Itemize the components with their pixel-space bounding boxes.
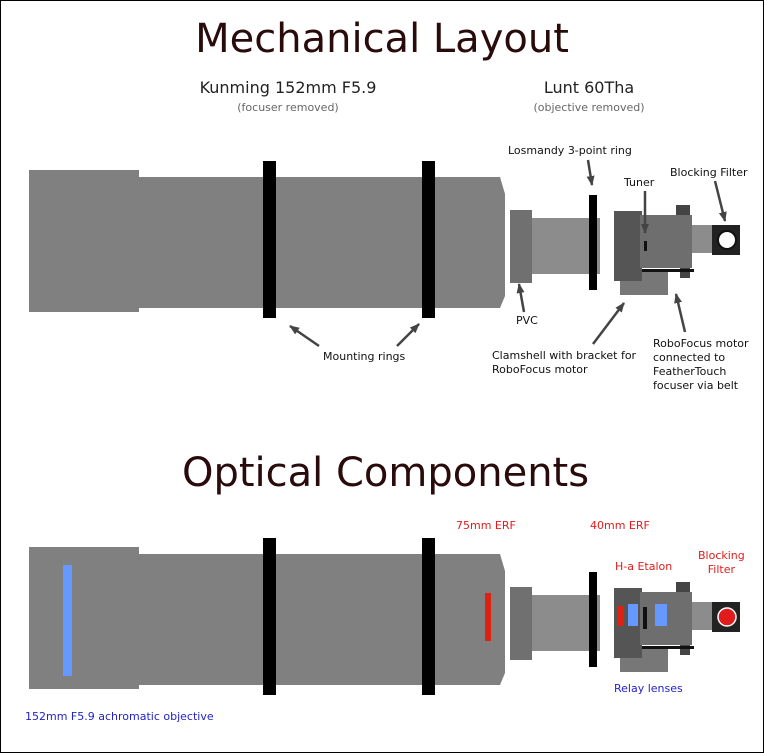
arrow-clamshell [592,302,625,345]
label-etalon: H-a Etalon [615,560,673,573]
lunt-tube-mech [532,218,600,274]
label-blocking-filter-optical: Blocking Filter [698,549,745,576]
label-relay-lenses: Relay lenses [614,682,683,695]
tuner-knob-mech [644,241,647,251]
scope-left-name: Kunming 152mm F5.9 [199,78,377,97]
arrow-mounting-ring-2 [396,323,420,347]
label-clamshell: Clamshell with bracket for RoboFocus mot… [492,349,637,376]
label-blocking-filter: Blocking Filter [670,166,748,179]
label-erf-75mm: 75mm ERF [456,519,516,532]
arrow-losmandy [586,159,595,186]
diagonal-tube-optical [692,602,714,630]
etalon-housing-mech [640,215,692,268]
focuser-cap-mech [676,205,690,215]
mounting-ring-2-optical [422,538,435,695]
belt-optical [642,646,694,649]
mounting-ring-1-optical [263,538,276,695]
label-mounting-rings: Mounting rings [323,350,406,363]
lunt-tube-optical [532,595,600,651]
arrow-pvc [516,283,526,313]
optical-title: Optical Components [182,450,590,496]
label-pvc: PVC [516,314,538,327]
scope-right-note: (objective removed) [533,101,645,114]
arrow-robofocus [674,293,687,333]
losmandy-ring-mech [589,195,597,290]
label-tuner: Tuner [624,176,655,189]
pvc-adapter-mech [510,210,532,283]
relay-lens-1 [628,604,638,626]
mechanical-title: Mechanical Layout [195,16,569,62]
arrow-blocking-filter [713,180,727,222]
mounting-ring-2-mech [422,161,435,318]
pvc-adapter-optical [510,587,532,660]
label-achromatic-objective: 152mm F5.9 achromatic objective [25,710,214,723]
clamshell-mech [614,211,642,281]
label-erf-40mm: 40mm ERF [590,519,650,532]
label-losmandy-ring: Losmandy 3-point ring [508,144,632,157]
diagonal-tube-mech [692,225,714,253]
focuser-knob-optical [680,645,690,655]
etalon-element [643,607,647,629]
belt-mech [642,269,694,272]
relay-lens-2 [655,604,667,626]
blocking-filter-lens-optical [717,607,737,627]
focuser-cap-optical [676,582,690,592]
mechanical-telescope [29,161,740,318]
scope-left-note: (focuser removed) [237,101,339,114]
arrow-mounting-ring-1 [289,324,320,348]
mounting-ring-1-mech [263,161,276,318]
scope-right-name: Lunt 60Tha [543,78,635,97]
achromatic-objective [63,565,72,676]
mechanical-arrows [289,159,727,348]
erf-40mm [617,606,624,626]
label-robofocus: RoboFocus motor connected to FeatherTouc… [653,337,749,392]
optical-telescope [29,538,740,695]
focuser-knob-mech [680,268,690,278]
blocking-filter-lens-mech [717,230,737,250]
losmandy-ring-optical [589,572,597,667]
erf-75mm [485,593,491,641]
